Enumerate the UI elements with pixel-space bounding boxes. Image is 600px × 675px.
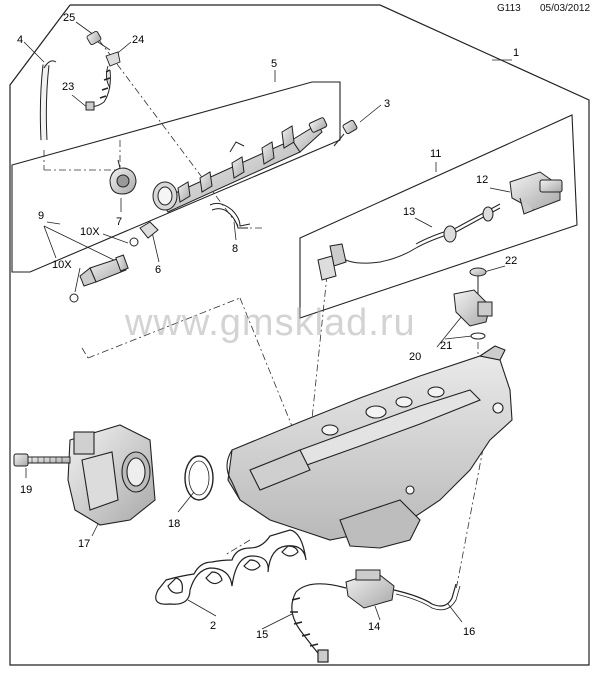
clip-part-24 [105,51,121,89]
diagram-date: 05/03/2012 [540,3,591,14]
bolt-part-19 [13,453,71,467]
callout-14: 14 [368,621,381,633]
manifold-gasket-part-2 [155,529,307,605]
callout-12: 12 [476,174,489,186]
seal-part-21 [470,332,486,340]
injector-part-9 [69,254,129,303]
callout-10x-lower: 10X [52,259,72,271]
fuel-rail-group-box [11,81,341,273]
dash-connector-lines [43,39,501,591]
callout-10x-upper: 10X [80,226,100,238]
callout-16: 16 [463,626,476,638]
callout-20: 20 [409,351,422,363]
callout-23: 23 [62,81,75,93]
callout-24: 24 [132,34,145,46]
module-part-14 [345,569,395,609]
bolt-part-3 [333,119,358,147]
sensor-part-20 [453,289,493,327]
watermark: www.gmsklad.ru [125,302,416,344]
callout-13: 13 [403,206,416,218]
hose-part-4 [39,60,57,141]
throttle-body-part-17 [67,424,156,526]
callout-17: 17 [78,538,91,550]
callout-8: 8 [232,243,239,255]
callout-9: 9 [38,210,45,222]
sensor-group-box [299,114,578,319]
screw-part-22 [469,267,487,296]
callout-6: 6 [155,264,162,276]
callout-22: 22 [505,255,518,267]
bracket-part-8 [209,202,251,229]
callout-1: 1 [513,47,520,59]
fuel-rail-part-5 [152,117,328,213]
pressure-regulator-part-7 [109,159,137,195]
callout-19: 19 [20,484,33,496]
clip-part-6 [129,221,159,247]
callout-15: 15 [256,629,269,641]
assembly-outline [9,4,590,666]
callout-25: 25 [63,12,76,24]
callout-3: 3 [384,98,391,110]
callout-18: 18 [168,518,181,530]
callout-5: 5 [271,58,278,70]
harness-part-15 [290,583,347,663]
hose-part-16 [393,583,461,611]
diagram-code: G113 [497,3,521,14]
sensor-lead-part-13 [317,203,501,281]
bolt-part-25 [86,30,111,51]
callout-4: 4 [17,34,24,46]
callout-7: 7 [116,216,123,228]
callout-21: 21 [440,340,453,352]
sensor-part-12 [509,171,563,215]
callout-2: 2 [210,620,217,632]
intake-manifold-part-1 [226,345,513,549]
harness-part-23 [85,69,111,111]
gasket-part-18 [184,455,214,501]
callout-11: 11 [430,148,442,160]
leader-lines [23,21,512,630]
